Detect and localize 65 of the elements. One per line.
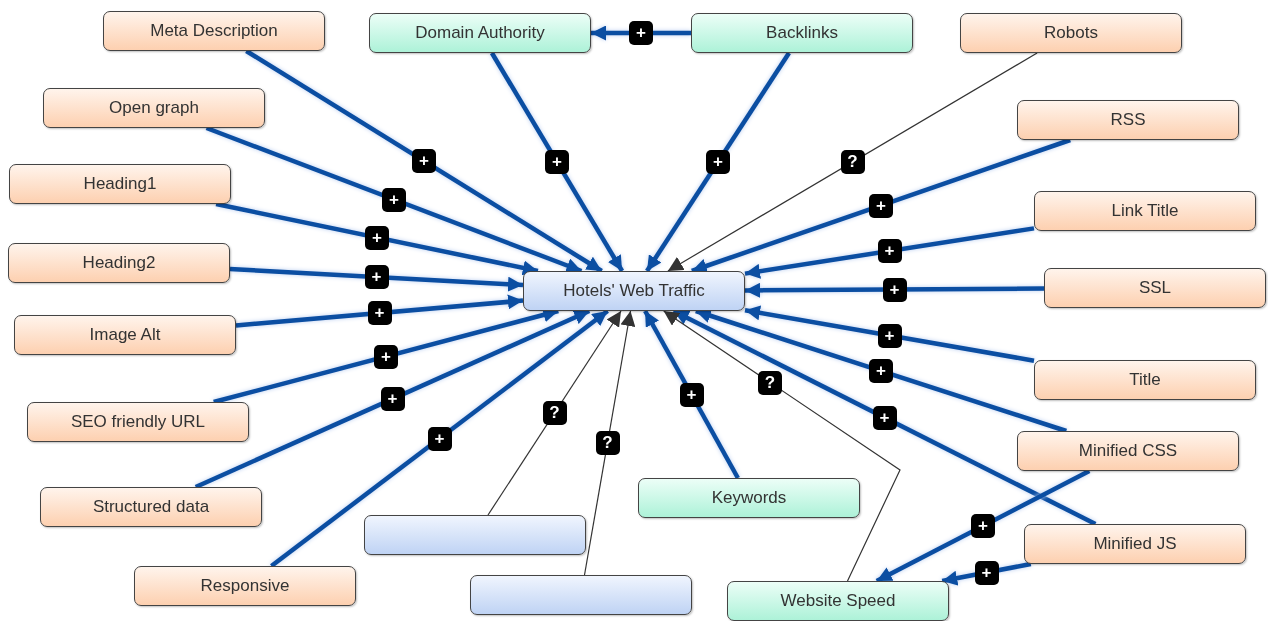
empty-node	[470, 575, 692, 615]
edge-label: +	[365, 225, 389, 250]
edge-label: +	[877, 239, 902, 263]
arrow	[663, 310, 901, 582]
topic-node: Meta Description	[103, 11, 325, 51]
arrow	[643, 309, 740, 480]
edge-label: +	[380, 387, 405, 411]
edge-label: ?	[840, 150, 865, 174]
arrow	[745, 282, 1044, 298]
edge-label: +	[679, 382, 704, 407]
arrow	[235, 294, 524, 328]
arrow	[229, 266, 524, 292]
topic-node: Robots	[960, 13, 1182, 53]
arrow	[645, 51, 791, 273]
topic-node: Website Speed	[727, 581, 949, 621]
edge-label: +	[629, 21, 653, 45]
edge-label: ?	[595, 431, 620, 455]
arrow	[672, 309, 1097, 526]
topic-node: Domain Authority	[369, 13, 591, 53]
edge-label: +	[706, 150, 730, 174]
edge-label: +	[869, 193, 893, 218]
topic-node: Backlinks	[691, 13, 913, 53]
edge-label: ?	[542, 401, 567, 425]
topic-node: Open graph	[43, 88, 265, 128]
edge-label: +	[427, 426, 452, 451]
arrow	[591, 25, 691, 41]
edge-label: +	[971, 514, 995, 538]
topic-node: Keywords	[638, 478, 860, 518]
topic-node: Structured data	[40, 487, 262, 527]
arrow	[489, 51, 625, 273]
arrow	[744, 305, 1035, 363]
topic-node: SSL	[1044, 268, 1266, 308]
topic-node: Link Title	[1034, 191, 1256, 231]
topic-node: Minified JS	[1024, 524, 1246, 564]
topic-node: RSS	[1017, 100, 1239, 140]
arrow	[487, 310, 622, 516]
arrow	[215, 201, 539, 276]
edge-label: +	[869, 359, 893, 383]
topic-node: Heading1	[9, 164, 231, 204]
topic-node: SEO friendly URL	[27, 402, 249, 442]
arrow	[583, 310, 636, 576]
edge-label: +	[545, 150, 569, 174]
edge-label: +	[367, 301, 392, 325]
edge-label: +	[882, 277, 907, 302]
arrow	[875, 469, 1091, 583]
arrow	[744, 226, 1035, 279]
topic-node: Title	[1034, 360, 1256, 400]
empty-node	[364, 515, 586, 555]
edge-label: +	[382, 187, 406, 212]
edge-label: +	[412, 149, 436, 173]
edge-label: +	[374, 344, 398, 369]
edge-label: +	[872, 405, 897, 430]
arrow	[667, 52, 1038, 272]
topic-node: Minified CSS	[1017, 431, 1239, 471]
edge-label: ?	[758, 371, 782, 395]
edge-label: +	[974, 560, 999, 585]
arrow	[941, 561, 1032, 586]
edge-label: +	[364, 265, 389, 289]
topic-node: Heading2	[8, 243, 230, 283]
topic-node: Image Alt	[14, 315, 236, 355]
arrow	[270, 309, 609, 568]
edge-label: +	[877, 323, 902, 348]
topic-node: Responsive	[134, 566, 356, 606]
arrow	[245, 49, 603, 273]
topic-node: Hotels' Web Traffic	[523, 271, 745, 311]
